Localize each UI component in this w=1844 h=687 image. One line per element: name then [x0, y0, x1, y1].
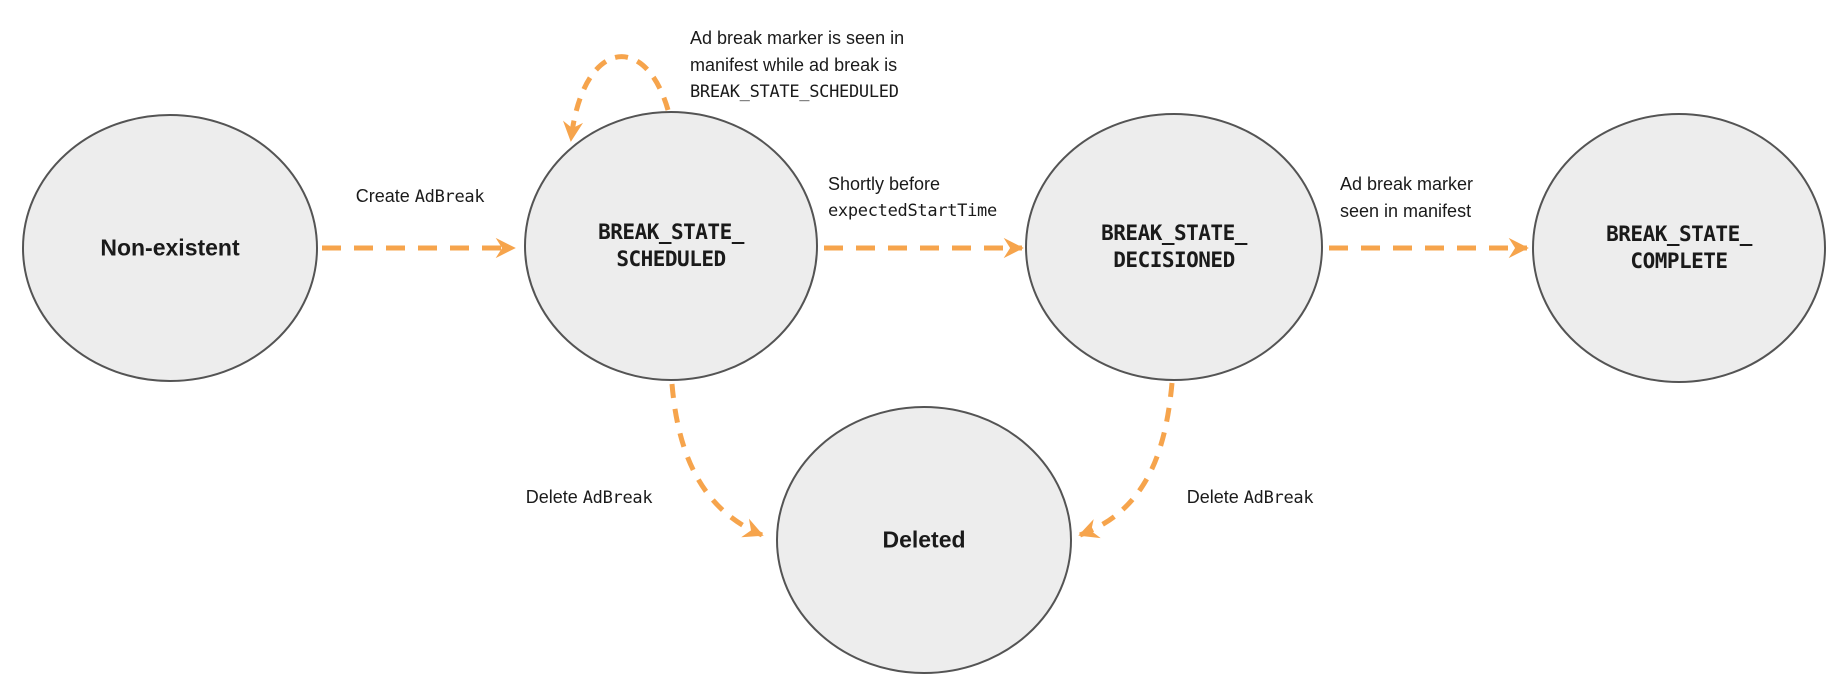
edge-label-code: AdBreak	[1243, 488, 1314, 508]
edge-self-loop-scheduled	[562, 54, 671, 142]
edge-label-line: seen in manifest	[1340, 201, 1472, 221]
node-ellipse-break-state-scheduled	[524, 111, 818, 381]
node-label-deleted: Deleted	[882, 526, 966, 553]
node-label-break-state-complete: BREAK_STATE_ COMPLETE	[1606, 221, 1752, 275]
edge-label-line: Shortly before	[828, 174, 941, 194]
node-label-line: BREAK_STATE_	[1101, 221, 1247, 245]
edge-label-code: BREAK_STATE_SCHEDULED	[690, 82, 899, 102]
edge-decisioned-to-deleted	[1078, 382, 1175, 539]
edge-label-create-adbreak: Create AdBreak	[356, 183, 485, 211]
edge-label-text: Delete	[1186, 487, 1239, 507]
edge-label-line: Ad break marker is seen in	[690, 28, 905, 48]
node-label-line: COMPLETE	[1630, 249, 1728, 273]
node-ellipse-break-state-complete	[1532, 113, 1826, 383]
node-label-line: SCHEDULED	[616, 247, 726, 271]
edge-label-text: Create	[355, 186, 410, 206]
edge-label-code: AdBreak	[414, 187, 485, 207]
edge-label-line: manifest while ad break is	[690, 55, 898, 75]
node-ellipse-non-existent	[22, 114, 318, 382]
edge-label-self-loop: Ad break marker is seen in manifest whil…	[690, 25, 904, 106]
edge-scheduled-to-deleted	[669, 383, 764, 538]
node-label-line: DECISIONED	[1113, 248, 1235, 272]
node-label-break-state-decisioned: BREAK_STATE_ DECISIONED	[1101, 220, 1247, 274]
edge-label-code: AdBreak	[582, 488, 653, 508]
edge-label-text: Delete	[525, 487, 578, 507]
node-label-line: BREAK_STATE_	[598, 220, 744, 244]
edge-label-line: Ad break marker	[1340, 174, 1474, 194]
edge-label-code: expectedStartTime	[828, 201, 997, 221]
edge-label-shortly-before: Shortly before expectedStartTime	[828, 171, 997, 225]
edge-label-delete-adbreak-right: Delete AdBreak	[1187, 484, 1314, 512]
edge-label-delete-adbreak-left: Delete AdBreak	[526, 484, 653, 512]
node-ellipse-break-state-decisioned	[1025, 113, 1323, 381]
node-label-break-state-scheduled: BREAK_STATE_ SCHEDULED	[598, 219, 744, 273]
edge-label-marker-seen: Ad break marker seen in manifest	[1340, 171, 1473, 225]
node-ellipse-deleted	[776, 406, 1072, 674]
node-label-line: BREAK_STATE_	[1606, 222, 1752, 246]
node-label-non-existent: Non-existent	[100, 234, 240, 261]
